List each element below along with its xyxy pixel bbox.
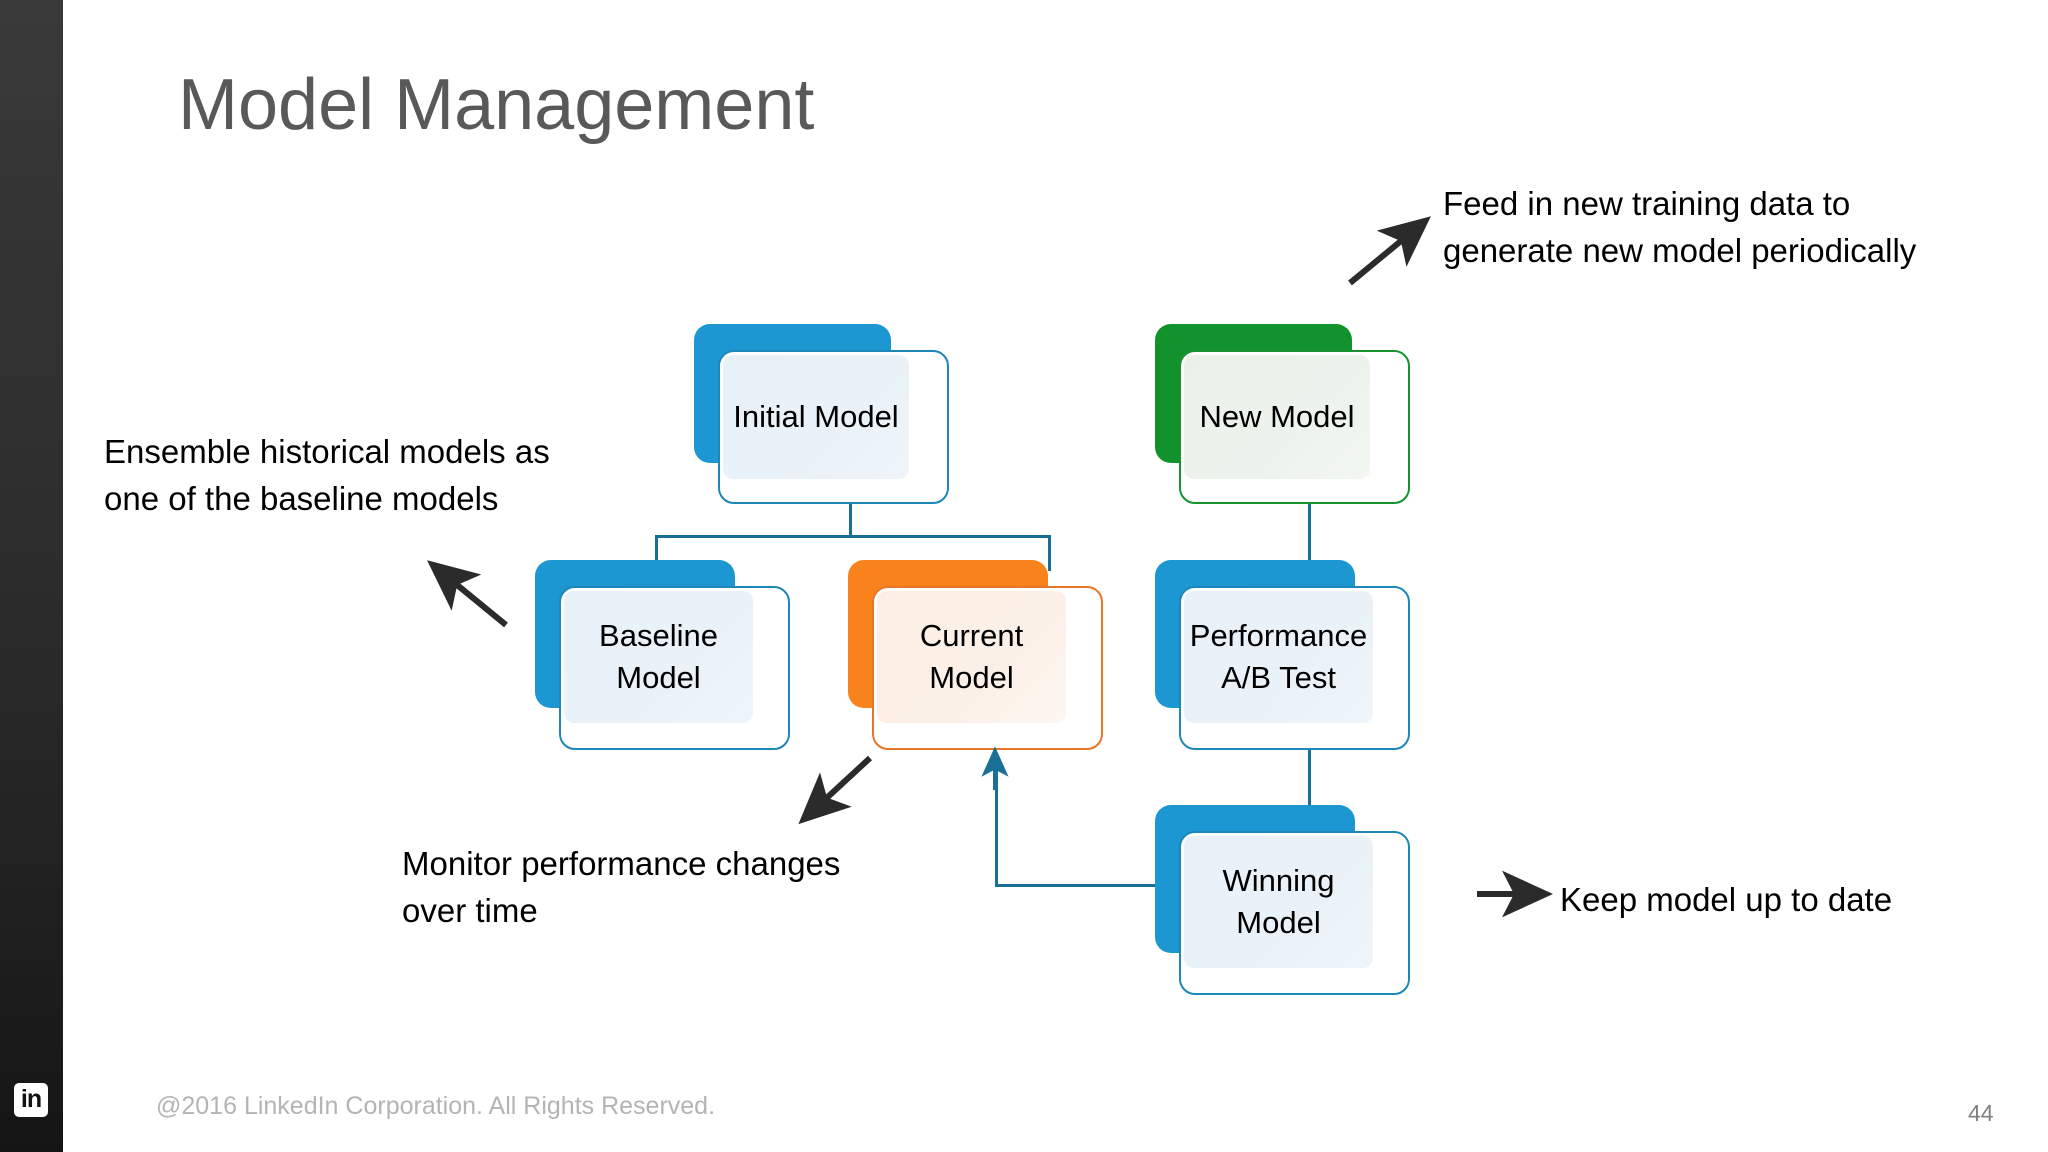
annotation-keep: Keep model up to date (1560, 881, 1893, 918)
node-label-panel: Current Model (877, 591, 1066, 723)
node-performance-ab-test[interactable]: Performance A/B Test (1155, 560, 1410, 750)
page-title: Model Management (178, 65, 815, 145)
page-number: 44 (1968, 1100, 1994, 1126)
annotation-feed: Feed in new training data to generate ne… (1443, 185, 1917, 269)
node-baseline-model[interactable]: Baseline Model (535, 560, 790, 750)
node-label-panel: Baseline Model (564, 591, 753, 723)
node-label-panel: New Model (1184, 355, 1370, 479)
node-label: New Model (1199, 399, 1355, 434)
connector-to-baseline (655, 535, 658, 571)
copyright-text: @2016 LinkedIn Corporation. All Rights R… (156, 1092, 716, 1120)
annotation-monitor: Monitor performance changes over time (402, 845, 841, 929)
arrow-feed (1348, 216, 1431, 286)
node-winning-model[interactable]: Winning Model (1155, 805, 1410, 995)
connector-initial-down (849, 497, 852, 537)
connector-to-current (1048, 535, 1051, 571)
linkedin-logo: in (14, 1083, 48, 1117)
node-label-panel: Initial Model (723, 355, 909, 479)
node-label: Performance A/B Test (1189, 618, 1368, 695)
node-label: Initial Model (733, 399, 899, 434)
left-rail: in (0, 0, 63, 1152)
connector-new-to-abtest (1308, 498, 1311, 572)
node-label-panel: Winning Model (1184, 836, 1373, 968)
linkedin-logo-glyph: in (20, 1084, 42, 1113)
node-label-panel: Performance A/B Test (1184, 591, 1373, 723)
arrow-ensemble (427, 560, 508, 628)
annotation-ensemble: Ensemble historical models as one of the… (104, 433, 550, 517)
node-current-model[interactable]: Current Model (848, 560, 1103, 750)
node-initial-model[interactable]: Initial Model (694, 324, 949, 504)
connector-winning-left (995, 884, 1177, 887)
node-label: Current Model (919, 618, 1024, 695)
arrow-monitor (798, 755, 873, 825)
node-label: Winning Model (1222, 863, 1335, 940)
node-new-model[interactable]: New Model (1155, 324, 1410, 504)
connector-winning-up (995, 768, 998, 886)
node-label: Baseline Model (599, 618, 718, 695)
connector-split-bus (655, 535, 1051, 538)
connector-abtest-to-winning (1308, 748, 1311, 814)
